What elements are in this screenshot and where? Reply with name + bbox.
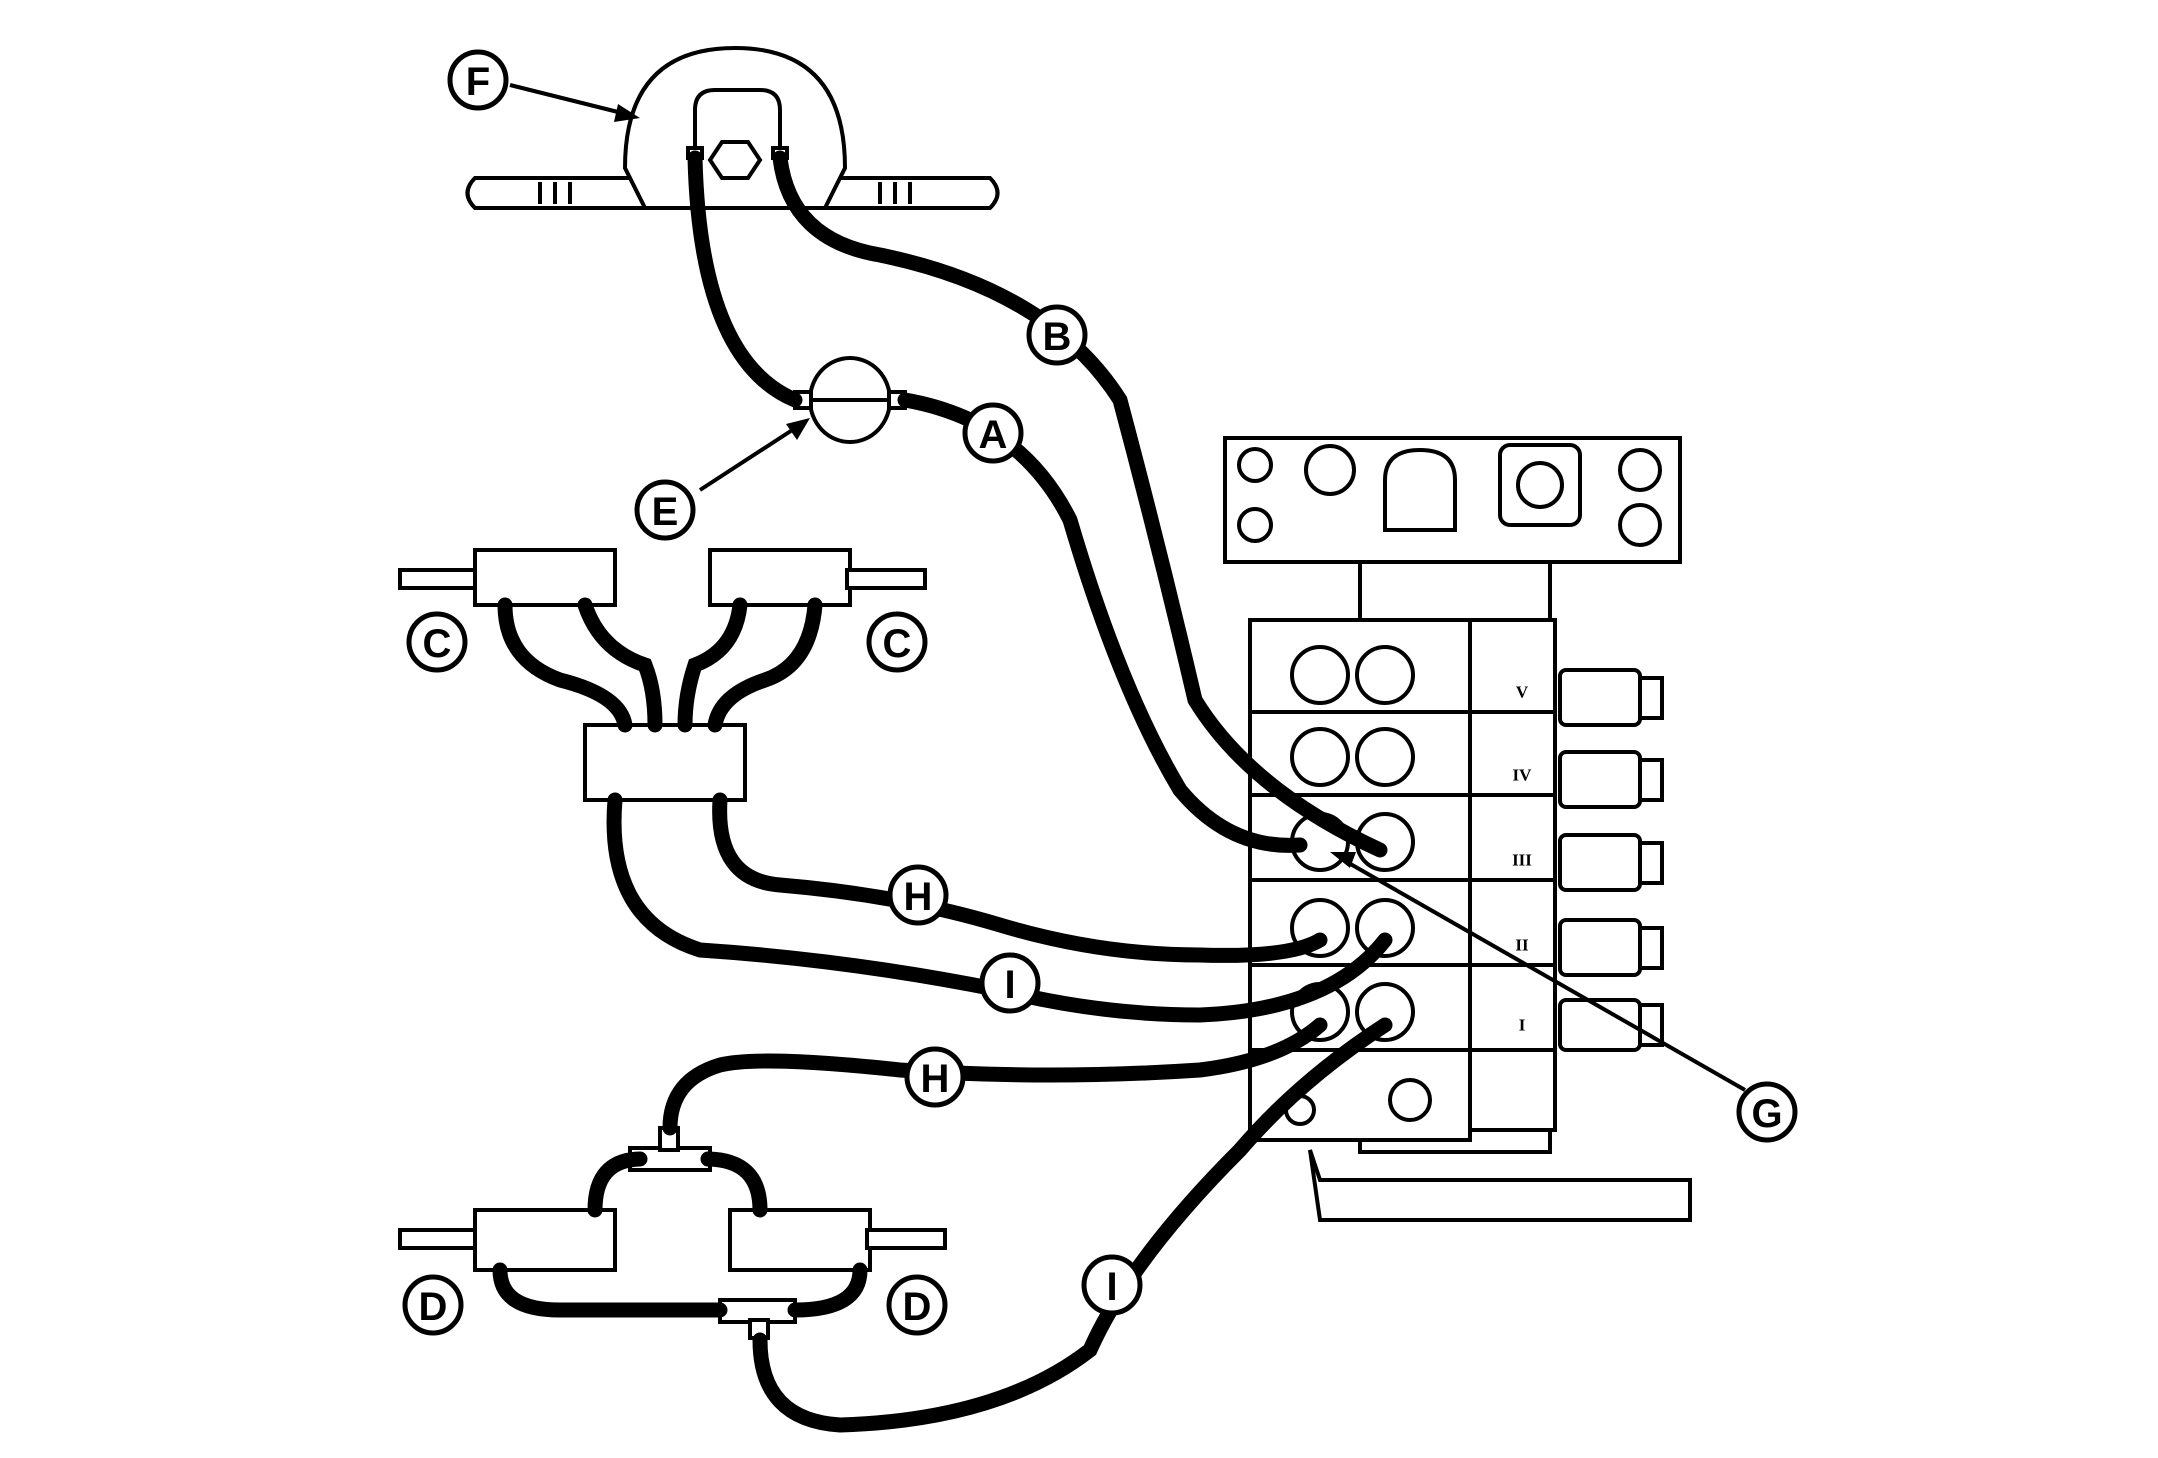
hose-h-upper bbox=[712, 792, 1328, 963]
hose-d-loop-right bbox=[700, 1151, 768, 1218]
callout-d-right-label: D bbox=[903, 1285, 932, 1329]
valve-section-label: I bbox=[1519, 1016, 1526, 1035]
callout-d-left: D bbox=[402, 1274, 464, 1336]
hose-h-lower bbox=[662, 1017, 1328, 1136]
callout-d-right: D bbox=[886, 1274, 948, 1336]
hose-c-left-1 bbox=[497, 597, 633, 733]
callout-e: E bbox=[634, 479, 696, 541]
callout-e-label: E bbox=[652, 490, 679, 534]
valve-section-label: IV bbox=[1513, 766, 1533, 785]
hose-c-left-2 bbox=[577, 597, 663, 733]
cylinder-group-c bbox=[398, 548, 927, 802]
hose-c-right-1 bbox=[677, 597, 748, 733]
callout-c-left-label: C bbox=[423, 622, 452, 666]
callout-h-upper-label: H bbox=[904, 875, 933, 919]
hose-d-bottom-right bbox=[787, 1262, 868, 1318]
callout-c-right-label: C bbox=[883, 622, 912, 666]
top-component-f bbox=[465, 45, 1000, 210]
filter-e bbox=[793, 356, 907, 444]
valve-section-label: II bbox=[1515, 936, 1529, 955]
callout-c-right: C bbox=[866, 611, 928, 673]
callout-i-lower-label: I bbox=[1106, 1265, 1117, 1309]
hose-b bbox=[772, 150, 1388, 858]
hose-i-lower bbox=[752, 1017, 1393, 1433]
callout-i-upper-label: I bbox=[1004, 963, 1015, 1007]
hose-d-bottom-left bbox=[492, 1262, 728, 1318]
leader-lines bbox=[509, 83, 1746, 1092]
callout-g: G bbox=[1736, 1081, 1798, 1143]
valve-section-label: III bbox=[1512, 851, 1532, 870]
callout-h-upper: H bbox=[887, 864, 949, 926]
callout-c-left: C bbox=[406, 611, 468, 673]
valve-section-label: V bbox=[1516, 683, 1529, 702]
hoses bbox=[492, 150, 1393, 1433]
hose-c-right-2 bbox=[707, 597, 823, 733]
callout-f-label: F bbox=[466, 60, 490, 104]
callout-b-label: B bbox=[1043, 315, 1072, 359]
callout-a: A bbox=[962, 402, 1024, 464]
hose-top-a bbox=[687, 150, 803, 408]
hose-d-loop-left bbox=[587, 1151, 648, 1218]
callout-h-lower: H bbox=[904, 1046, 966, 1108]
callout-h-lower-label: H bbox=[921, 1057, 950, 1101]
callout-d-left-label: D bbox=[419, 1285, 448, 1329]
callout-f: F bbox=[447, 49, 509, 111]
callout-i-upper: I bbox=[979, 952, 1041, 1014]
callout-a-label: A bbox=[979, 413, 1008, 457]
valve-section-labels: V IV III II I bbox=[1512, 683, 1532, 1035]
callout-b: B bbox=[1026, 304, 1088, 366]
callout-g-label: G bbox=[1751, 1092, 1782, 1136]
callout-i-lower: I bbox=[1081, 1254, 1143, 1316]
